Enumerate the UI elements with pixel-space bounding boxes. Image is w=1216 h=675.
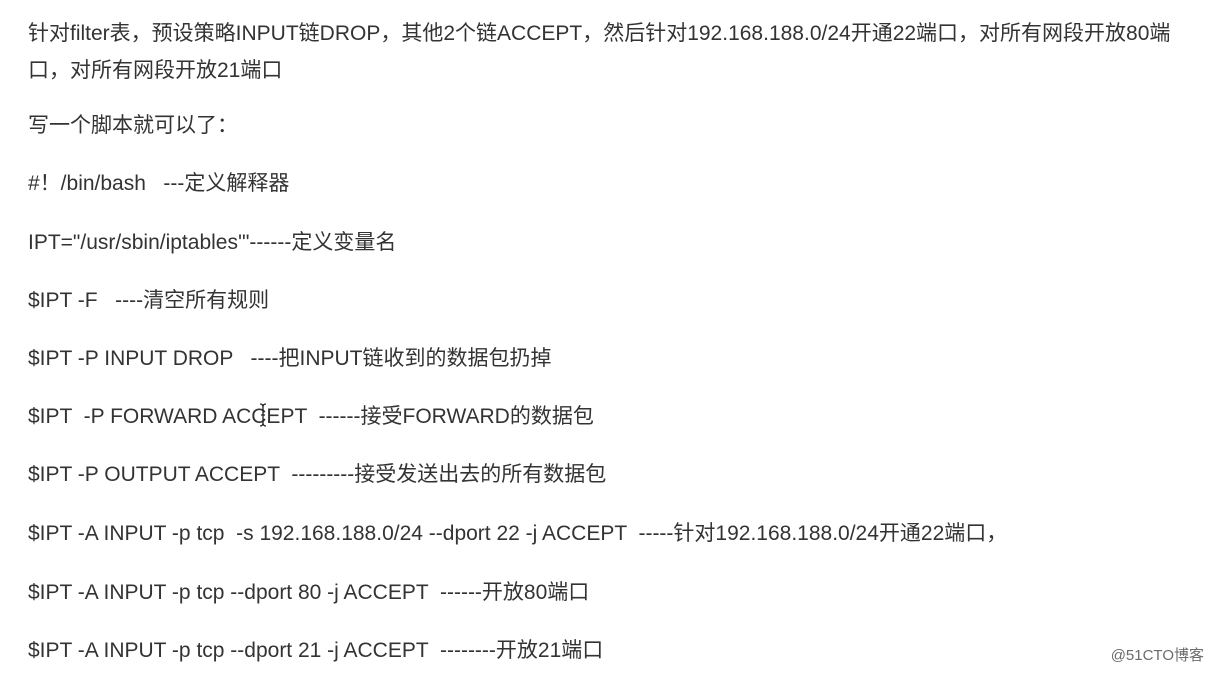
script-line-input-drop: $IPT -P INPUT DROP ----把INPUT链收到的数据包扔掉 — [28, 347, 552, 370]
script-intro-text: 写一个脚本就可以了： — [28, 114, 238, 137]
script-line-port-80: $IPT -A INPUT -p tcp --dport 80 -j ACCEP… — [28, 581, 590, 604]
script-line-port-21: $IPT -A INPUT -p tcp --dport 21 -j ACCEP… — [28, 639, 604, 662]
script-line-output-accept: $IPT -P OUTPUT ACCEPT ---------接受发送出去的所有… — [28, 463, 607, 486]
script-line-port-22: $IPT -A INPUT -p tcp -s 192.168.188.0/24… — [28, 522, 1008, 545]
intro-paragraph: 针对filter表，预设策略INPUT链DROP，其他2个链ACCEPT，然后针… — [28, 22, 1171, 82]
script-line-flush: $IPT -F ----清空所有规则 — [28, 289, 270, 312]
script-line-forward-accept: $IPT -P FORWARD ACCEPT ------接受FORWARD的数… — [28, 405, 594, 428]
script-line-ipt-var: IPT="/usr/sbin/iptables'"------定义变量名 — [28, 231, 397, 254]
text-cursor-icon — [259, 403, 267, 427]
script-line-shebang: #！/bin/bash ---定义解释器 — [28, 172, 290, 195]
watermark: @51CTO博客 — [1110, 647, 1204, 664]
